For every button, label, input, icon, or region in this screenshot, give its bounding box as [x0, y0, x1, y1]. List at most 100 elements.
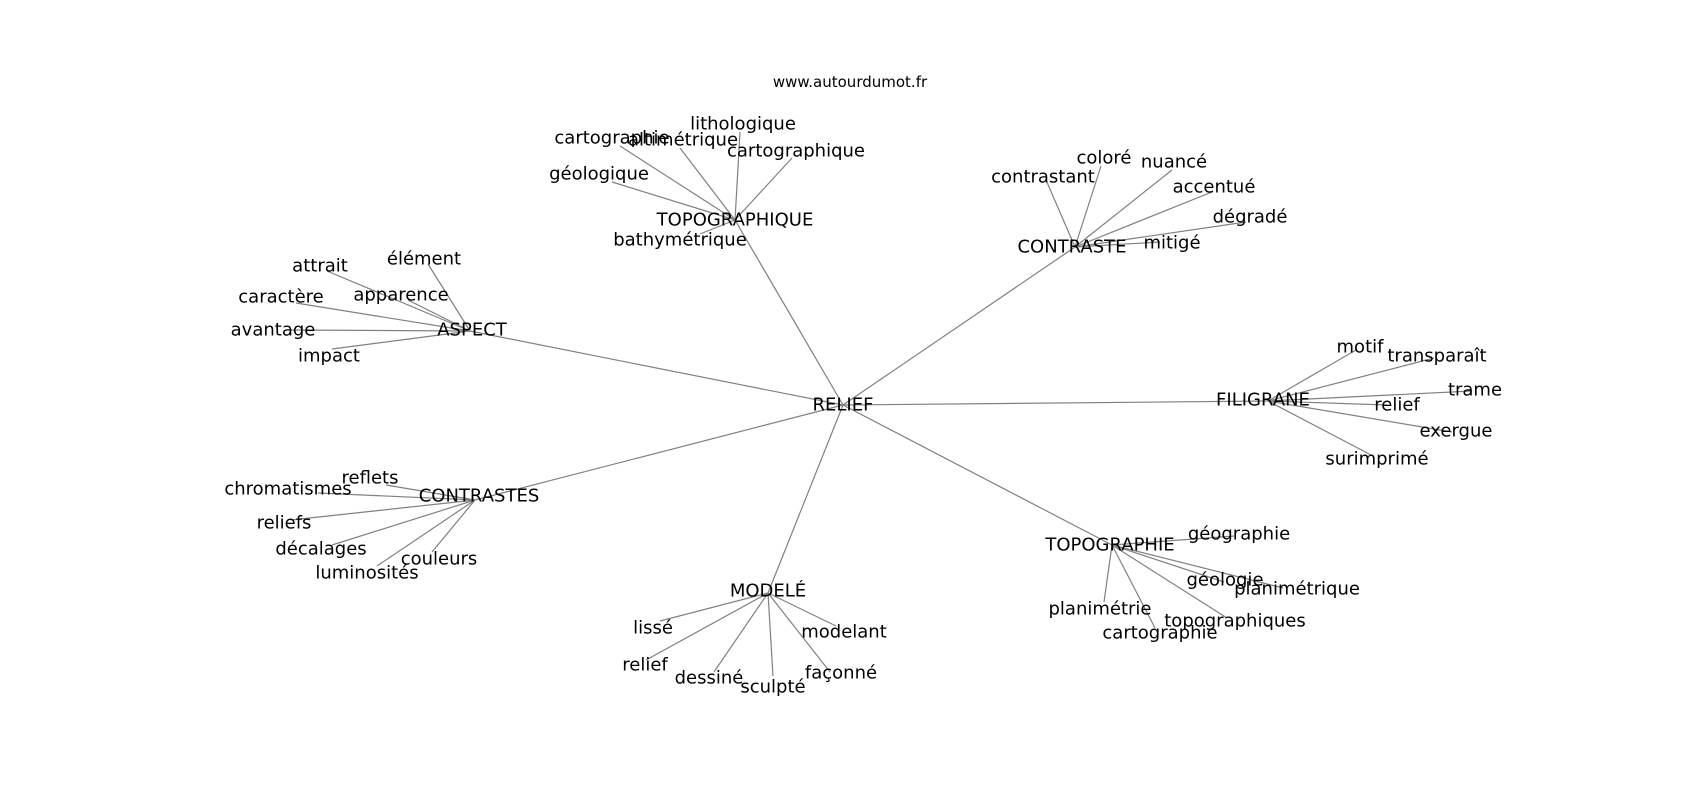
leaf-node: surimprimé [1325, 449, 1428, 470]
hub-node-modele: MODELÉ [730, 580, 806, 602]
leaf-node: géologie [1186, 570, 1263, 591]
edge-aspect-leaf [407, 299, 471, 332]
leaf-node: caractère [238, 287, 323, 308]
leaf-node: modelant [801, 622, 887, 643]
edge-filigrane-leaf [1267, 400, 1453, 433]
edge-center-contraste [842, 246, 1076, 406]
edge-contraste-leaf [1074, 191, 1213, 248]
edge-topographique-leaf [734, 131, 741, 221]
edge-center-modele [767, 404, 844, 594]
leaf-node: attrait [292, 256, 348, 277]
leaf-node: sculpté [740, 677, 805, 698]
edge-topographie-leaf [1103, 544, 1113, 603]
edge-center-aspect [469, 330, 844, 406]
leaf-node: contrastant [991, 167, 1095, 188]
edge-contrastes-leaf [290, 499, 476, 521]
leaf-node: relief [622, 655, 668, 676]
leaf-node: relief [1374, 395, 1420, 416]
edge-filigrane-leaf [1267, 357, 1435, 402]
leaf-node: reliefs [257, 513, 312, 534]
edge-contrastes-leaf [317, 492, 476, 501]
edge-filigrane-leaf [1267, 349, 1357, 402]
leaf-node: motif [1337, 337, 1385, 358]
leaf-node: transparaît [1387, 346, 1486, 367]
edge-contrastes-leaf [331, 499, 476, 546]
leaf-node: lithologique [690, 114, 796, 135]
edge-aspect-leaf [326, 270, 471, 332]
graph-labels: TOPOGRAPHIQUEcartographiealtimétriquelit… [224, 114, 1502, 698]
edge-contraste-leaf [1074, 169, 1173, 248]
leaf-node: façonné [805, 663, 877, 684]
edge-filigrane-leaf [1267, 390, 1473, 402]
edge-topographie-leaf [1111, 544, 1228, 619]
edge-modele-leaf [713, 592, 769, 673]
edge-topographie-leaf [1111, 535, 1235, 546]
edge-topographique-leaf [699, 219, 736, 235]
edge-contraste-leaf [1045, 179, 1076, 248]
edge-topographie-leaf [1111, 544, 1156, 629]
edge-contrastes-leaf [376, 499, 476, 567]
hub-node-contrastes: CONTRASTES [419, 486, 540, 507]
leaf-node: planimétrique [1234, 579, 1360, 600]
leaf-node: mitigé [1143, 233, 1200, 254]
leaf-node: cartographie [1102, 623, 1217, 644]
edge-modele-leaf [659, 592, 769, 622]
edge-contraste-leaf [1074, 221, 1247, 248]
edge-modele-leaf [767, 592, 831, 673]
edge-center-filigrane [842, 400, 1269, 406]
edge-topographie-leaf [1111, 544, 1225, 583]
leaf-node: lissé [633, 618, 673, 639]
edge-topographique-leaf [679, 147, 736, 221]
edge-aspect-leaf [331, 330, 471, 350]
site-url: www.autourdumot.fr [772, 73, 928, 91]
leaf-node: reflets [342, 468, 399, 489]
leaf-node: bathymétrique [613, 230, 747, 251]
leaf-node: dégradé [1213, 207, 1288, 228]
edge-filigrane-leaf [1267, 400, 1374, 457]
leaf-node: géographie [1188, 524, 1290, 545]
leaf-node: trame [1448, 380, 1502, 401]
edge-topographique-leaf [611, 181, 736, 221]
edge-center-topographique [734, 219, 844, 406]
edge-modele-leaf [645, 592, 769, 661]
hub-node-topographie: TOPOGRAPHIE [1044, 535, 1174, 556]
leaf-node: chromatismes [224, 479, 351, 500]
edge-topographie-leaf [1111, 544, 1284, 589]
leaf-node: altimétrique [628, 130, 738, 151]
edge-aspect-leaf [289, 329, 471, 332]
hub-node-filigrane: FILIGRANE [1216, 390, 1310, 411]
hub-node-contraste: CONTRASTE [1017, 237, 1126, 258]
center-node: RELIEF [813, 395, 874, 416]
edge-contrastes-leaf [431, 499, 476, 553]
leaf-node: dessiné [675, 668, 744, 689]
edge-topographique-leaf [734, 157, 793, 221]
leaf-node: avantage [231, 320, 316, 341]
edge-center-contrastes [474, 404, 844, 501]
leaf-node: coloré [1076, 148, 1131, 169]
edge-topographique-leaf [619, 145, 736, 221]
edge-aspect-leaf [427, 263, 471, 332]
edge-aspect-leaf [295, 302, 471, 332]
edge-modele-leaf [767, 592, 774, 677]
edge-filigrane-leaf [1267, 400, 1388, 406]
leaf-node: géologique [549, 164, 649, 185]
leaf-node: impact [298, 346, 360, 367]
graph-edges [289, 131, 1473, 677]
leaf-node: couleurs [401, 549, 478, 570]
leaf-node: nuancé [1141, 152, 1207, 173]
leaf-node: topographiques [1164, 611, 1306, 632]
edge-modele-leaf [767, 592, 837, 627]
leaf-node: cartographique [727, 141, 865, 162]
leaf-node: apparence [353, 285, 448, 306]
leaf-node: luminosités [315, 563, 418, 584]
hub-node-topographique: TOPOGRAPHIQUE [656, 210, 814, 231]
leaf-node: cartographie [554, 128, 669, 149]
leaf-node: planimétrie [1048, 599, 1151, 620]
leaf-node: élément [387, 249, 461, 270]
edge-contraste-leaf [1074, 241, 1161, 248]
leaf-node: accentué [1173, 177, 1256, 198]
hub-node-aspect: ASPECT [437, 320, 508, 341]
leaf-node: décalages [275, 539, 366, 560]
leaf-node: exergue [1420, 421, 1493, 442]
